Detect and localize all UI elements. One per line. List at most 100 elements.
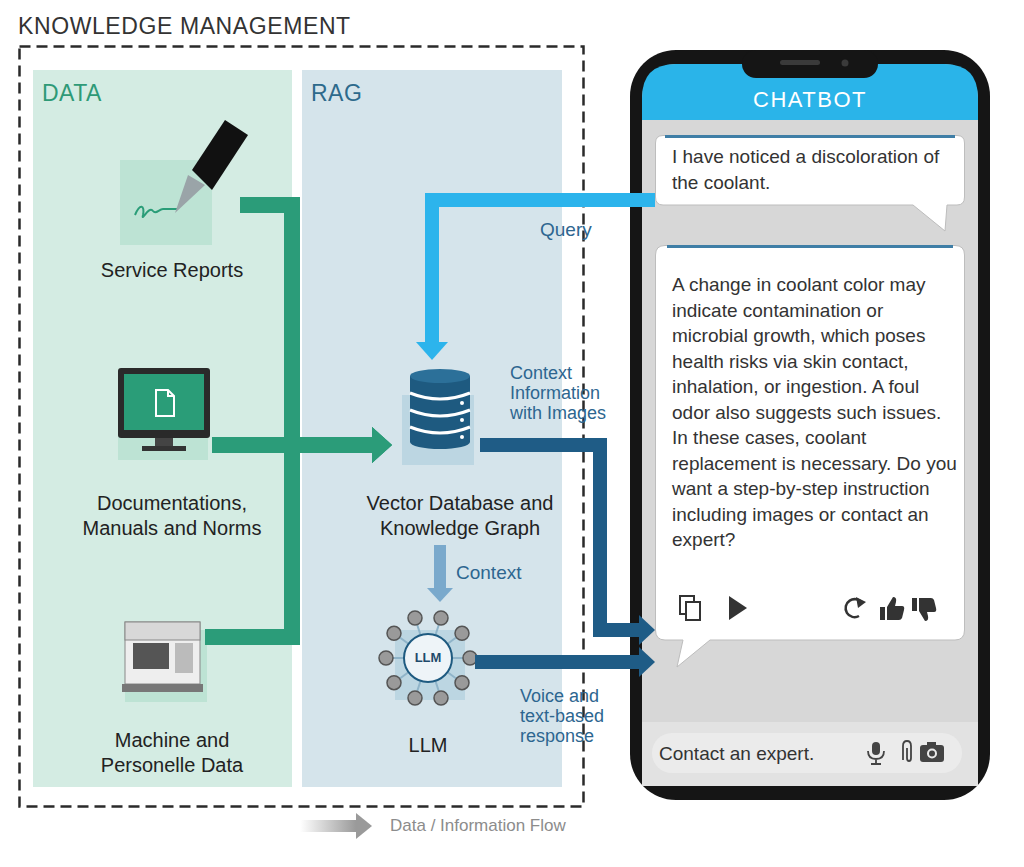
replay-icon [846, 599, 862, 617]
legend-sample [300, 813, 372, 839]
hub-satellite [455, 626, 469, 640]
data-flow-arrow [240, 205, 372, 445]
copy-icon [686, 602, 700, 620]
flow-arrow-head [356, 813, 372, 839]
camera-lens [929, 751, 935, 757]
mic-stand [868, 751, 884, 764]
replay-arrow [856, 597, 866, 608]
machine-body [125, 622, 200, 684]
node-text: Machine and Personelle Data [72, 728, 272, 778]
response-arrow [475, 655, 639, 669]
document-symbol [156, 390, 174, 416]
hub-satellite [434, 611, 448, 625]
input-toolbar [868, 741, 944, 764]
phone-camera [842, 60, 849, 67]
machine-base [122, 684, 203, 692]
mic-icon [872, 742, 880, 755]
icon-backdrop [395, 630, 465, 700]
dashed-boundary [20, 47, 584, 807]
hub-satellite [463, 651, 477, 665]
pen-nib [175, 175, 205, 213]
camera-icon [920, 745, 944, 762]
data-flow-arrow [212, 437, 372, 453]
phone-speaker [780, 60, 820, 65]
database-rings [410, 393, 470, 433]
legend-text: Data / Information Flow [390, 816, 566, 835]
icon-backdrop [402, 395, 474, 465]
play-icon [729, 596, 747, 620]
copy-icon [680, 596, 694, 614]
monitor-stand [155, 438, 173, 446]
machine-data-source: Machine and Personelle Data [122, 615, 205, 695]
hub-satellite [434, 691, 448, 705]
input-area [642, 722, 978, 786]
vector-database: Vector Database and Knowledge Graph [392, 360, 480, 545]
context-arrow [434, 545, 446, 588]
node-text: KNOWLEDGE MANAGEMENT [18, 12, 438, 40]
monitor-base [142, 446, 186, 451]
hub-satellite [408, 611, 422, 625]
node-text: Service Reports [62, 258, 282, 283]
phone-screen [642, 64, 978, 786]
icon-backdrop [118, 378, 208, 460]
node-text: DATA [42, 79, 242, 107]
phone-bezel [630, 50, 990, 800]
camera-lens-ring [927, 749, 937, 759]
bot-response: A change in coolant color may indicate c… [655, 245, 965, 668]
camera-top [927, 742, 936, 746]
bubble-accent [665, 135, 955, 138]
icon-backdrop [125, 630, 207, 702]
machine-window [133, 643, 169, 669]
machine-icon [122, 622, 207, 702]
legend-entry: Data / Information Flow [390, 815, 690, 837]
database-body [410, 376, 470, 442]
machine-top [125, 622, 200, 640]
knowledge-management-group: KNOWLEDGE MANAGEMENTDATAService ReportsD… [18, 45, 585, 808]
data-panel: DATA Service ReportsDocumentations, Manua… [33, 70, 292, 787]
clip-icon [903, 741, 911, 761]
node-text: Vector Database and Knowledge Graph [340, 491, 580, 541]
thumbs-up-icon [880, 597, 904, 620]
speech-bubble [656, 246, 965, 668]
phone-notch [742, 50, 878, 78]
monitor-frame [118, 368, 210, 438]
flow-arrow-sample [300, 820, 356, 832]
hub-satellite [408, 691, 422, 705]
data-flow-arrow [205, 445, 372, 637]
machine-panel [175, 643, 193, 673]
hub-center [404, 634, 452, 682]
hub-spokes [386, 618, 470, 698]
pen-body [192, 120, 248, 190]
signature-stroke [135, 207, 178, 217]
llm-hub-icon [379, 611, 477, 705]
thumbs-down-icon [912, 598, 936, 621]
answer-toolbar [680, 596, 936, 621]
node-text: I have noticed a discoloration of the co… [672, 144, 957, 195]
database-icon [402, 369, 474, 465]
service-reports-source: Service Reports [118, 120, 240, 250]
node-text: Documentations, Manuals and Norms [72, 491, 272, 541]
hub-satellite [379, 651, 393, 665]
user-message: I have noticed a discoloration of the co… [655, 135, 965, 232]
bubble-accent [667, 245, 953, 248]
database-led [460, 435, 464, 439]
hub-satellite [387, 626, 401, 640]
node-text: A change in coolant color may indicate c… [672, 272, 957, 553]
icon-backdrop [120, 160, 212, 245]
llm-process: LLM [380, 602, 475, 710]
database-bottom [410, 435, 470, 449]
pen-icon [120, 120, 248, 245]
node-text: Contact an expert. [659, 742, 859, 765]
node-text: LLM [378, 733, 478, 758]
speech-bubble [656, 136, 965, 232]
query-arrow [432, 200, 655, 342]
monitor-screen [124, 374, 204, 430]
documentation-source: Documentations, Manuals and Norms [115, 365, 212, 460]
rag-panel: RAG Vector Database and Knowledge GraphLL… [302, 70, 562, 787]
database-led [460, 401, 464, 405]
hub-satellite [387, 676, 401, 690]
database-led [460, 418, 464, 422]
node-text: RAG [311, 79, 511, 107]
node-text: CHATBOT [630, 87, 990, 113]
